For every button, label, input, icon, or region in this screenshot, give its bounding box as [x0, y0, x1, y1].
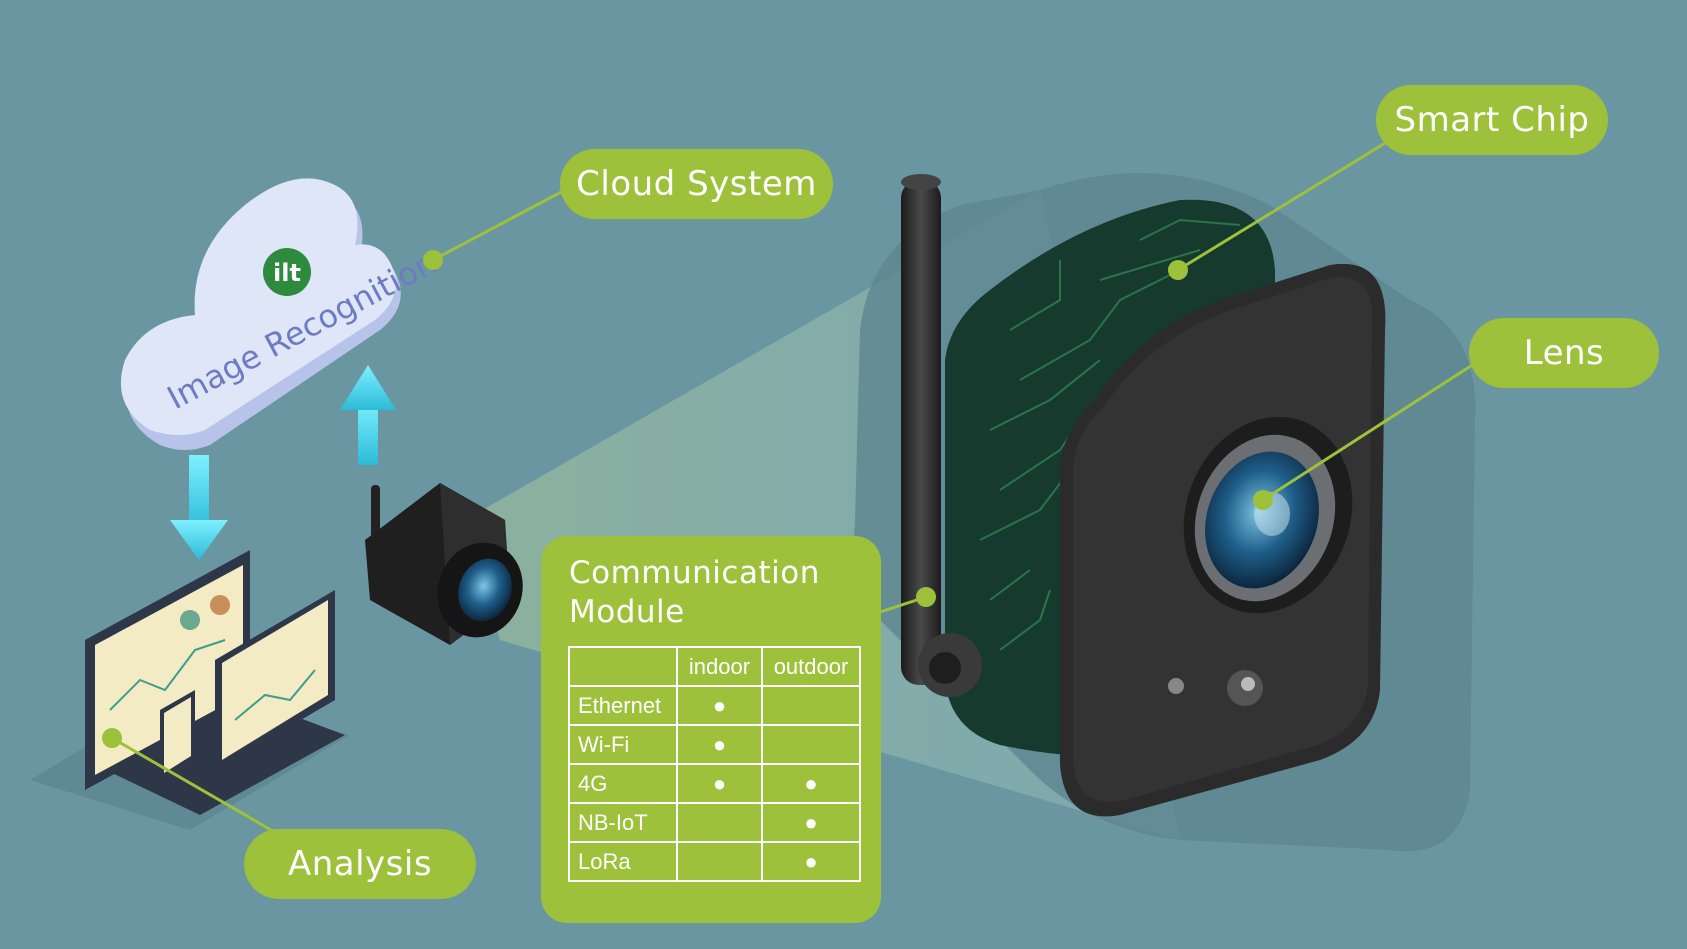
- communication-module-title: Communication Module: [569, 555, 820, 630]
- cloud-logo-text: ilt: [273, 259, 301, 287]
- row-label: NB-IoT: [568, 802, 678, 843]
- row-label: LoRa: [568, 841, 678, 882]
- cloud-system-dot: [423, 250, 443, 270]
- up-arrow-icon: [340, 365, 396, 465]
- lens-label: Lens: [1469, 318, 1659, 388]
- cloud-system-label: Cloud System: [560, 149, 833, 219]
- row-label: Wi-Fi: [568, 724, 678, 765]
- outdoor-cell: ●: [761, 841, 861, 882]
- indoor-cell: ●: [676, 724, 763, 765]
- analysis-dot: [102, 728, 122, 748]
- communication-table: indoor outdoor Ethernet ● Wi-Fi ● 4G ● ●…: [568, 646, 861, 882]
- lens-dot: [1253, 490, 1273, 510]
- table-header-outdoor: outdoor: [761, 646, 861, 687]
- indoor-cell: [676, 802, 763, 843]
- table-row: NB-IoT ●: [568, 802, 861, 843]
- row-label: 4G: [568, 763, 678, 804]
- outdoor-cell: ●: [761, 763, 861, 804]
- table-header-blank: [568, 646, 678, 687]
- cloud-logo: [263, 248, 311, 296]
- leader-dots: [102, 250, 1273, 748]
- table-row: 4G ● ●: [568, 763, 861, 804]
- small-camera: [365, 483, 523, 645]
- smart-chip-dot: [1168, 260, 1188, 280]
- down-arrow-icon: [170, 455, 228, 560]
- row-label: Ethernet: [568, 685, 678, 726]
- indoor-cell: ●: [676, 685, 763, 726]
- communication-dot: [916, 587, 936, 607]
- table-row: Ethernet ●: [568, 685, 861, 726]
- table-header-row: indoor outdoor: [568, 646, 861, 687]
- indoor-cell: [676, 841, 763, 882]
- outdoor-cell: ●: [761, 802, 861, 843]
- communication-module-panel: Communication Module indoor outdoor Ethe…: [541, 536, 881, 923]
- leader-lines: [111, 138, 1481, 840]
- table-header-indoor: indoor: [676, 646, 763, 687]
- indoor-cell: ●: [676, 763, 763, 804]
- smart-chip-label: Smart Chip: [1376, 85, 1608, 155]
- small-camera-lens: [458, 558, 512, 622]
- devices-illustration: [30, 550, 350, 830]
- big-camera: [854, 173, 1476, 852]
- analysis-label: Analysis: [244, 829, 476, 899]
- table-row: Wi-Fi ●: [568, 724, 861, 765]
- ir-sensor: [1168, 678, 1184, 694]
- outdoor-cell: [761, 685, 861, 726]
- outdoor-cell: [761, 724, 861, 765]
- table-row: LoRa ●: [568, 841, 861, 882]
- big-camera-antenna: [901, 180, 941, 685]
